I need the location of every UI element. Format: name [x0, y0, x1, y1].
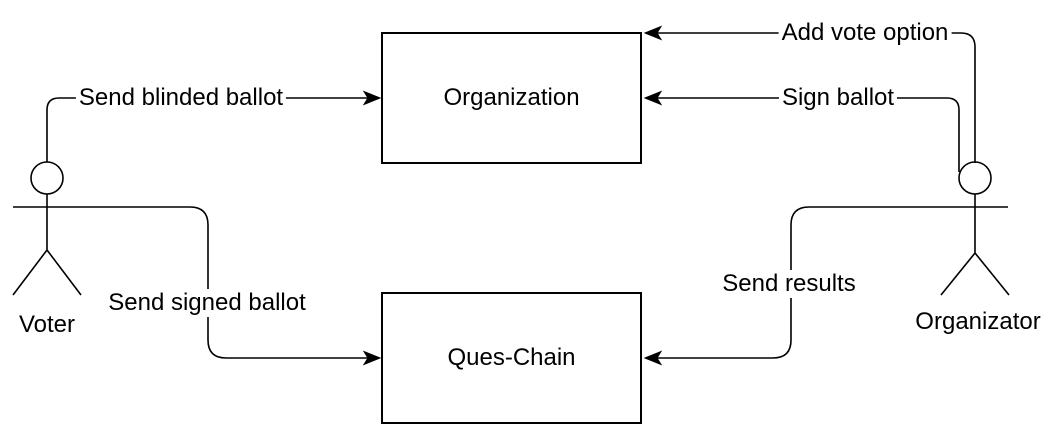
arrowhead-left-icon: [643, 350, 663, 366]
voter-actor-figure: [12, 161, 82, 296]
edge-label-add-vote-option: Add vote option: [778, 19, 952, 47]
actor-label-voter: Voter: [18, 311, 76, 338]
node-label-ques-chain: Ques-Chain: [447, 344, 576, 371]
edge-send-signed-ballot: [13, 206, 382, 366]
edge-send-blinded-ballot: [46, 90, 382, 162]
organizator-head: [958, 161, 992, 195]
voter-head: [30, 161, 64, 195]
actor-label-organizator: Organizator: [915, 308, 1041, 335]
organizator-actor-figure: [940, 161, 1010, 296]
edge-label-send-blinded-ballot: Send blinded ballot: [75, 84, 287, 112]
edge-label-send-results: Send results: [719, 270, 859, 298]
arrowhead-left-icon: [643, 25, 663, 41]
organizator-body-legs: [940, 194, 1010, 296]
arrowhead-left-icon: [643, 90, 663, 106]
edge-add-vote-option: [643, 25, 976, 163]
arrowhead-right-icon: [362, 90, 382, 106]
node-label-organization: Organization: [443, 84, 580, 111]
arrowhead-right-icon: [362, 350, 382, 366]
edge-sign-ballot: [643, 90, 960, 172]
voter-body-legs: [12, 194, 82, 296]
edge-label-sign-ballot: Sign ballot: [778, 84, 898, 112]
edge-label-send-signed-ballot: Send signed ballot: [105, 289, 309, 317]
organization-box: [381, 32, 642, 164]
ques-chain-box: [381, 292, 642, 424]
